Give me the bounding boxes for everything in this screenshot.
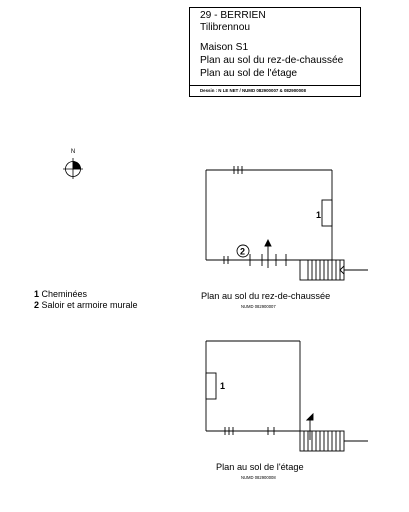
title-commune: 29 - BERRIEN <box>200 10 266 21</box>
legend-text: Cheminées <box>41 289 88 299</box>
caption-upper-floor: Plan au sol de l'étage <box>216 462 304 472</box>
legend-item: 2 Saloir et armoire murale <box>34 300 138 311</box>
legend-num: 2 <box>34 300 40 310</box>
legend-item: 1 Cheminées <box>34 289 138 300</box>
ground-floor-plan <box>205 166 368 281</box>
title-building: Maison S1 <box>200 42 249 53</box>
caption-ground-floor: Plan au sol du rez-de-chaussée <box>201 291 331 301</box>
upper-floor-plan <box>205 340 368 452</box>
ref-ground-floor: NUMD 082900007 <box>241 304 276 309</box>
title-plan-upper: Plan au sol de l'étage <box>200 68 298 79</box>
north-label: N <box>70 149 76 155</box>
marker-ground-1: 1 <box>316 210 321 220</box>
legend: 1 Cheminées 2 Saloir et armoire murale <box>34 289 138 311</box>
north-arrow-icon <box>63 158 83 179</box>
title-divider <box>190 85 360 86</box>
ref-upper-floor: NUMD 082900008 <box>241 475 276 480</box>
marker-upper-1: 1 <box>220 381 225 391</box>
marker-ground-2: 2 <box>240 247 245 257</box>
title-block: 29 - BERRIEN Tilibrennou Maison S1 Plan … <box>189 7 361 97</box>
title-locality: Tilibrennou <box>200 22 251 33</box>
title-plan-ground: Plan au sol du rez-de-chaussée <box>200 55 344 66</box>
title-credit: Dessin : N LE NET / NUMD 082900007 & 082… <box>200 88 306 93</box>
legend-num: 1 <box>34 289 40 299</box>
legend-text: Saloir et armoire murale <box>41 300 138 310</box>
